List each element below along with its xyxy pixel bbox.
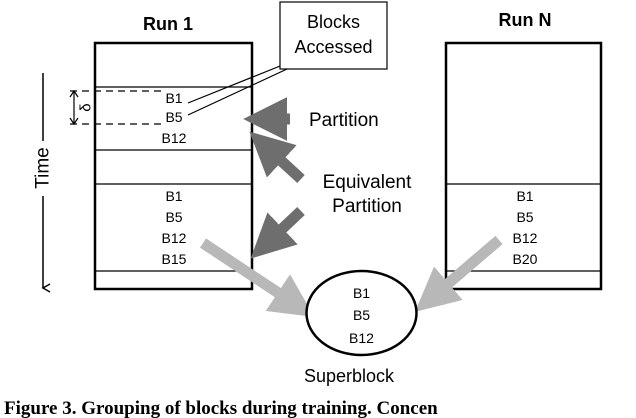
superblock-block: B5 bbox=[353, 307, 370, 323]
callout-line-1: Blocks bbox=[307, 12, 360, 32]
equivalent-arrow-upper bbox=[249, 131, 305, 184]
run-1-equivalent-block: B5 bbox=[165, 209, 182, 225]
run-n-to-superblock-arrow bbox=[414, 235, 503, 312]
run-1-to-superblock-arrow bbox=[199, 238, 315, 317]
run-n-equivalent-block: B5 bbox=[516, 209, 533, 225]
superblock-block: B1 bbox=[353, 285, 370, 301]
equivalent-label-line-2: Partition bbox=[332, 196, 402, 217]
run-n-title: Run N bbox=[499, 10, 552, 30]
run-1-partition-block: B5 bbox=[165, 109, 182, 125]
superblock-label: Superblock bbox=[304, 366, 395, 386]
run-1-equivalent-block: B15 bbox=[162, 251, 187, 267]
run-1-title: Run 1 bbox=[143, 14, 193, 34]
equivalent-arrow-lower bbox=[250, 207, 305, 259]
superblock-block: B12 bbox=[349, 330, 374, 346]
run-n-equivalent-block: B1 bbox=[516, 188, 533, 204]
blocks-accessed-callout bbox=[279, 1, 388, 70]
delta-arrowheads bbox=[69, 89, 79, 126]
run-1-partition-block: B12 bbox=[162, 130, 187, 146]
run-n-box bbox=[444, 41, 603, 291]
figure-caption: Figure 3. Grouping of blocks during trai… bbox=[4, 398, 438, 418]
run-n-equivalent-block: B20 bbox=[513, 251, 538, 267]
run-n-equivalent-block: B12 bbox=[513, 230, 538, 246]
delta-label: δ bbox=[78, 103, 95, 111]
equivalent-label-line-1: Equivalent bbox=[323, 172, 412, 193]
run-1-equivalent-block: B1 bbox=[165, 188, 182, 204]
run-1-partition-block: B1 bbox=[165, 90, 182, 106]
superblock-ellipse bbox=[305, 269, 418, 357]
time-label: Time bbox=[33, 147, 54, 189]
run-1-equivalent-block: B12 bbox=[162, 230, 187, 246]
partition-label: Partition bbox=[309, 110, 379, 131]
callout-line-2: Accessed bbox=[294, 37, 372, 57]
